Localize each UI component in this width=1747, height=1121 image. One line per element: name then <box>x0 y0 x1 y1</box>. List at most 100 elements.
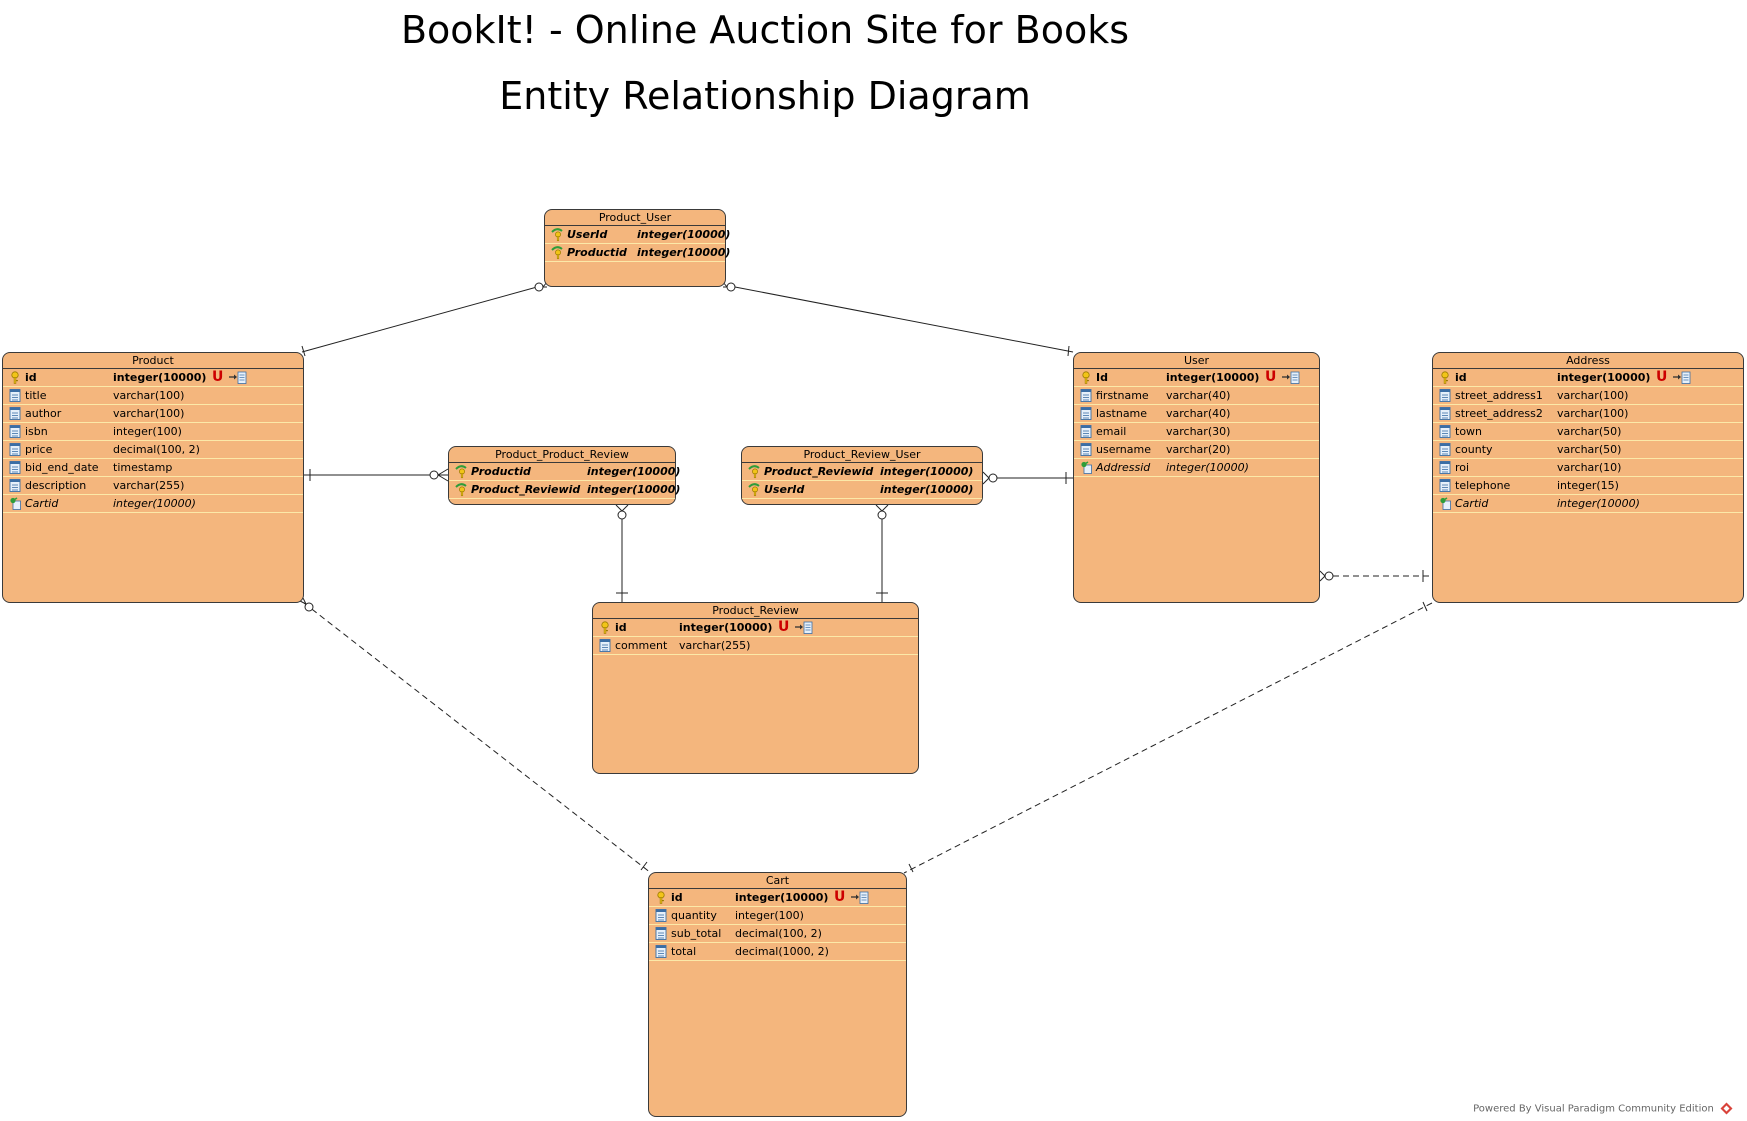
column-row[interactable]: Productid integer(10000) <box>449 463 680 481</box>
relationship-product-product-product-review[interactable] <box>304 468 449 482</box>
relationship-product-review-product-review-user[interactable] <box>875 504 889 602</box>
column-type: varchar(100) <box>1557 389 1629 402</box>
column-name: UserId <box>567 228 608 241</box>
column-type: integer(10000) <box>587 465 681 478</box>
primary-foreign-key-icon <box>551 228 563 242</box>
column-type: decimal(100, 2) <box>113 443 200 456</box>
relationship-user-product-review-user[interactable] <box>982 471 1073 485</box>
entity-name: User <box>1074 353 1319 369</box>
unique-constraint-marker: U <box>1656 369 1668 385</box>
column-row[interactable]: county varchar(50) <box>1433 441 1743 459</box>
index-icon <box>851 891 869 904</box>
column-type: varchar(50) <box>1557 443 1622 456</box>
column-icon <box>1439 479 1451 492</box>
column-row[interactable]: telephone integer(15) <box>1433 477 1743 495</box>
column-name: Cartid <box>25 497 59 510</box>
column-row[interactable]: town varchar(50) <box>1433 423 1743 441</box>
column-row[interactable]: UserId integer(10000) <box>545 226 730 244</box>
column-type: integer(10000) <box>1166 461 1249 474</box>
column-type: integer(10000) <box>679 621 773 634</box>
column-type: integer(10000) <box>113 497 196 510</box>
column-name: town <box>1455 425 1483 438</box>
column-name: author <box>25 407 62 420</box>
column-name: total <box>671 945 697 958</box>
column-type: integer(10000) <box>587 483 681 496</box>
entity-name: Product_Product_Review <box>449 447 675 463</box>
column-type: integer(10000) <box>880 465 974 478</box>
column-name: comment <box>615 639 668 652</box>
column-type: integer(10000) <box>637 246 731 259</box>
column-type: integer(100) <box>735 909 804 922</box>
column-type: integer(10000) <box>1557 497 1640 510</box>
index-icon <box>795 621 813 634</box>
relationship-user-product-user[interactable] <box>722 281 1074 357</box>
relationship-product-product-user[interactable] <box>301 281 548 357</box>
column-row[interactable]: comment varchar(255) <box>593 637 918 655</box>
column-name: username <box>1096 443 1151 456</box>
column-name: title <box>25 389 47 402</box>
primary-foreign-key-icon <box>455 483 467 497</box>
relationship-address-cart[interactable] <box>903 601 1433 874</box>
column-type: integer(10000) <box>637 228 731 241</box>
column-icon <box>1080 389 1092 402</box>
column-name: isbn <box>25 425 48 438</box>
column-row[interactable]: title varchar(100) <box>3 387 303 405</box>
column-name: street_address1 <box>1455 389 1543 402</box>
column-icon <box>9 443 21 456</box>
column-name: telephone <box>1455 479 1511 492</box>
column-type: varchar(255) <box>679 639 751 652</box>
column-icon <box>1439 407 1451 420</box>
primary-key-icon <box>9 371 21 384</box>
relationship-product-review-product-product-review[interactable] <box>615 504 629 602</box>
column-type: varchar(40) <box>1166 407 1231 420</box>
visual-paradigm-logo-icon <box>1720 1102 1733 1115</box>
column-name: Id <box>1096 371 1108 384</box>
entity-product-product-review[interactable]: Product_Product_Review Productid integer(… <box>448 446 680 505</box>
relationship-user-address[interactable] <box>1319 570 1432 582</box>
column-row[interactable]: street_address1 varchar(100) <box>1433 387 1743 405</box>
column-type: integer(15) <box>1557 479 1619 492</box>
relationship-product-cart[interactable] <box>299 597 652 874</box>
footer-credit: Powered By Visual Paradigm Community Edi… <box>1473 1102 1733 1115</box>
column-type: timestamp <box>113 461 173 474</box>
column-type: varchar(100) <box>113 389 185 402</box>
column-type: varchar(30) <box>1166 425 1231 438</box>
column-name: county <box>1455 443 1493 456</box>
column-name: Productid <box>471 465 531 478</box>
column-type: integer(10000) <box>113 371 207 384</box>
column-type: varchar(50) <box>1557 425 1622 438</box>
column-row[interactable]: Cartid integer(10000) <box>3 495 303 513</box>
